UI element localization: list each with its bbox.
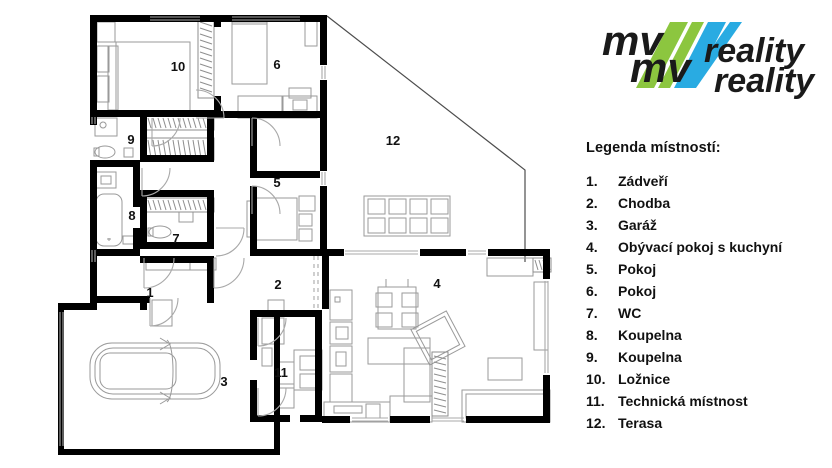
furniture-layer bbox=[89, 17, 552, 423]
room-number-7: 7 bbox=[172, 231, 179, 246]
legend-item-12: 12. Terasa bbox=[586, 414, 832, 432]
room-number-5: 5 bbox=[273, 175, 280, 190]
info-panel: mv mv reality reality Legenda místností:… bbox=[570, 0, 832, 468]
room-number-6: 6 bbox=[273, 57, 280, 72]
legend-number: 1. bbox=[586, 173, 598, 189]
legend-number: 8. bbox=[586, 326, 598, 343]
legend-number: 10. bbox=[586, 370, 606, 387]
legend-number: 7. bbox=[586, 304, 598, 321]
legend-number: 2. bbox=[586, 194, 598, 211]
legend-item-11: 11. Technická místnost bbox=[586, 392, 832, 410]
company-logo[interactable]: mv mv reality reality bbox=[592, 10, 817, 102]
sink-9 bbox=[94, 117, 118, 137]
kitchen-island-4 bbox=[367, 337, 431, 365]
logo-text-mv-top: mv bbox=[602, 17, 665, 64]
legend-label: Ložnice bbox=[618, 370, 671, 387]
room-number-3: 3 bbox=[220, 374, 227, 389]
legend-number: 5. bbox=[586, 260, 598, 277]
legend-label: Technická místnost bbox=[618, 392, 748, 409]
company-logo-svg: mv mv reality reality bbox=[602, 17, 816, 100]
legend-label: Koupelna bbox=[618, 348, 682, 365]
legend-label: Garáž bbox=[618, 216, 657, 233]
legend-label: WC bbox=[618, 304, 642, 321]
logo-text-mv-bottom: mv bbox=[630, 44, 693, 91]
legend-item-4: 4. Obývací pokoj s kuchyní bbox=[586, 238, 832, 256]
legend-label: Koupelna bbox=[618, 326, 682, 343]
room-number-10: 10 bbox=[171, 59, 185, 74]
plan-background bbox=[0, 0, 570, 468]
nightstand-5a bbox=[298, 195, 316, 212]
logo-text-reality-bottom: reality bbox=[714, 62, 816, 100]
room-number-4: 4 bbox=[433, 276, 441, 291]
car-3 bbox=[89, 337, 221, 405]
legend-label: Pokoj bbox=[618, 282, 657, 299]
openings-layer bbox=[59, 16, 549, 446]
walls-layer bbox=[58, 15, 550, 455]
legend-item-8: 8. Koupelna bbox=[586, 326, 832, 344]
legend-item-1: 1. Zádveří bbox=[586, 172, 832, 190]
room-number-8: 8 bbox=[128, 208, 135, 223]
legend-label: Pokoj bbox=[618, 260, 657, 277]
room-number-1: 1 bbox=[146, 285, 153, 300]
floor-plan-svg: 1 2 3 4 5 6 7 8 9 10 11 12 bbox=[0, 0, 570, 468]
legend-label: Obývací pokoj s kuchyní bbox=[618, 238, 783, 255]
logo-slash-green bbox=[636, 22, 704, 88]
kitchen-cabinet-4a bbox=[329, 289, 353, 321]
logo-text-reality-top: reality bbox=[704, 32, 806, 70]
legend-number: 12. bbox=[586, 414, 606, 431]
room-number-9: 9 bbox=[127, 132, 134, 147]
legend-item-9: 9. Koupelna bbox=[586, 348, 832, 366]
legend-item-10: 10. Ložnice bbox=[586, 370, 832, 388]
wc-7 bbox=[148, 225, 172, 239]
coffee-table-4 bbox=[487, 357, 523, 381]
legend-item-6: 6. Pokoj bbox=[586, 282, 832, 300]
legend-label: Chodba bbox=[618, 194, 671, 211]
terrace-outline bbox=[326, 15, 526, 262]
legend-label: Zádveří bbox=[618, 173, 668, 189]
legend-number: 4. bbox=[586, 238, 598, 255]
room-number-12: 12 bbox=[386, 133, 400, 148]
legend-item-5: 5. Pokoj bbox=[586, 260, 832, 278]
legend-number: 11. bbox=[586, 392, 605, 409]
room-legend: Legenda místností: 1. Zádveří 2. Chodba … bbox=[586, 140, 832, 436]
room-number-11: 11 bbox=[274, 365, 288, 380]
terrace-dining-set bbox=[363, 195, 451, 237]
legend-list: 1. Zádveří 2. Chodba 3. Garáž 4. Obývací… bbox=[586, 172, 832, 432]
dining-set-4 bbox=[375, 279, 419, 330]
legend-item-3: 3. Garáž bbox=[586, 216, 832, 234]
legend-number: 6. bbox=[586, 282, 598, 299]
legend-number: 3. bbox=[586, 216, 598, 233]
floor-plan-drawing: 1 2 3 4 5 6 7 8 9 10 11 12 bbox=[0, 0, 570, 468]
wc-9 bbox=[94, 145, 116, 159]
legend-number: 9. bbox=[586, 348, 598, 365]
legend-item-2: 2. Chodba bbox=[586, 194, 832, 212]
legend-item-7: 7. WC bbox=[586, 304, 832, 322]
legend-label: Terasa bbox=[618, 414, 663, 431]
room-number-labels: 1 2 3 4 5 6 7 8 9 10 11 12 bbox=[127, 57, 441, 389]
logo-slash-blue bbox=[674, 22, 742, 88]
legend-title: Legenda místností: bbox=[586, 140, 721, 156]
room-number-2: 2 bbox=[274, 277, 281, 292]
